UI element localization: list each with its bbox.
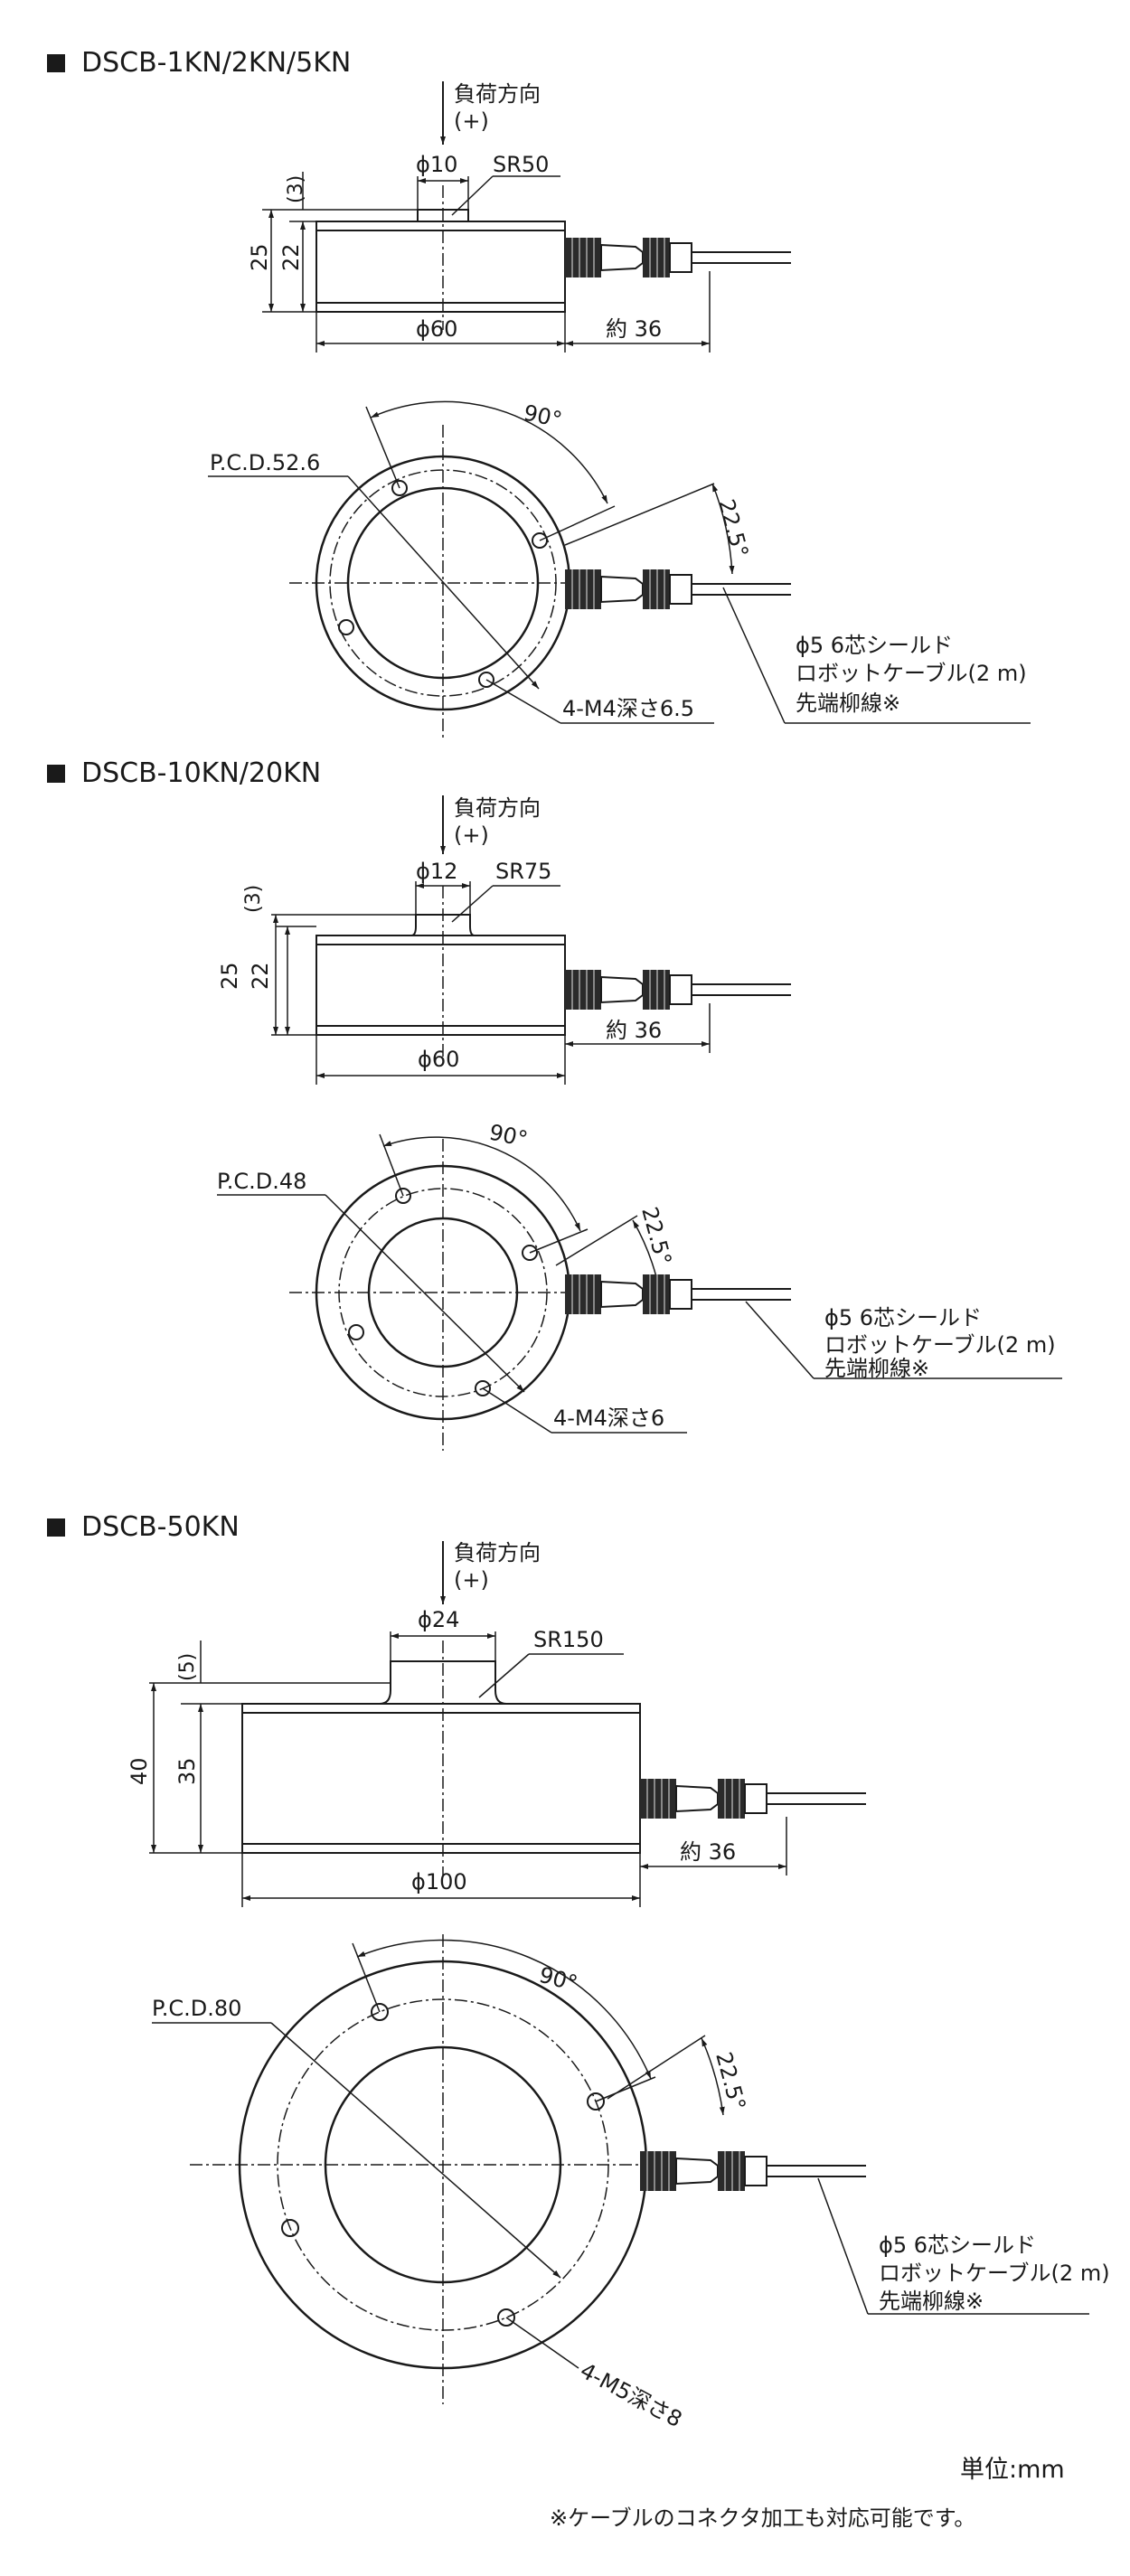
cable-desc-3: 先端柳線※ (796, 691, 900, 716)
cable-desc-1: ϕ5 6芯シールド (796, 633, 953, 658)
cable-desc-1: ϕ5 6芯シールド (824, 1305, 982, 1330)
cable-desc-2: ロボットケーブル(2 m) (824, 1332, 1056, 1358)
connector-2b (564, 1274, 792, 1315)
height-body-label: 22 (248, 962, 273, 990)
section-title-text: DSCB-50KN (81, 1511, 240, 1543)
height-total-label: 25 (217, 962, 242, 990)
cable-len-label: 約 36 (606, 1018, 662, 1043)
pcd-label: P.C.D.52.6 (210, 450, 320, 475)
top-view-1 (208, 400, 1031, 741)
body-dia-label: ϕ60 (418, 1047, 459, 1072)
body-dia-label: ϕ100 (411, 1869, 467, 1894)
angle-cable-label: 22.5° (713, 496, 753, 559)
button-dia-label: ϕ10 (416, 152, 457, 177)
top-view-3 (152, 1934, 1089, 2404)
load-sign-label: (+) (454, 823, 489, 848)
top-gap-label: (5) (176, 1653, 199, 1681)
body-dia-label: ϕ60 (416, 316, 457, 342)
footnote: ※ケーブルのコネクタ加工も対応可能です。 (550, 2505, 976, 2531)
sr-label: SR150 (533, 1627, 604, 1652)
height-body-label: 22 (278, 243, 304, 271)
height-total-label: 40 (127, 1757, 152, 1785)
cable-len-label: 約 36 (680, 1839, 736, 1865)
side-view-2 (271, 795, 711, 1085)
side-view-1 (262, 81, 711, 353)
button-dia-label: ϕ24 (418, 1607, 459, 1632)
pcd-label: P.C.D.48 (217, 1169, 306, 1194)
holes-label: 4-M4深さ6 (553, 1406, 664, 1431)
angle-main-label: 90° (522, 400, 564, 432)
section-title-1: DSCB-1KN/2KN/5KN (47, 47, 351, 79)
section-title-text: DSCB-1KN/2KN/5KN (81, 47, 352, 79)
holes-label: 4-M5深さ8 (576, 2358, 686, 2433)
height-body-label: 35 (174, 1757, 200, 1785)
angle-main-label: 90° (536, 1962, 579, 1997)
connector-1a (564, 237, 792, 278)
height-total-label: 25 (247, 243, 272, 271)
load-direction-label: 負荷方向 (454, 81, 541, 107)
bullet-square-icon (47, 764, 65, 783)
cable-desc-2: ロボットケーブル(2 m) (879, 2261, 1110, 2286)
load-sign-label: (+) (454, 108, 489, 134)
pcd-label: P.C.D.80 (152, 1996, 241, 2021)
connector-3a (639, 1778, 867, 1819)
sr-label: SR75 (495, 859, 551, 884)
load-direction-label: 負荷方向 (454, 795, 541, 821)
top-gap-label: (3) (285, 175, 307, 203)
angle-cable-label: 22.5° (636, 1204, 676, 1267)
section-title-text: DSCB-10KN/20KN (81, 757, 322, 789)
connector-3b (639, 2150, 867, 2192)
load-sign-label: (+) (454, 1567, 489, 1593)
load-direction-label: 負荷方向 (454, 1540, 541, 1565)
cable-desc-1: ϕ5 6芯シールド (879, 2233, 1036, 2258)
angle-main-label: 90° (487, 1119, 530, 1152)
cable-desc-3: 先端柳線※ (879, 2289, 984, 2314)
cable-desc-2: ロボットケーブル(2 m) (796, 661, 1027, 686)
connector-2a (564, 969, 792, 1011)
bullet-square-icon (47, 53, 65, 72)
unit-label: 単位:mm (960, 2456, 1065, 2484)
bullet-square-icon (47, 1518, 65, 1537)
section-title-2: DSCB-10KN/20KN (47, 757, 321, 789)
holes-label: 4-M4深さ6.5 (562, 696, 694, 721)
cable-len-label: 約 36 (606, 316, 662, 342)
sr-label: SR50 (493, 152, 549, 177)
button-dia-label: ϕ12 (416, 859, 457, 884)
section-title-3: DSCB-50KN (47, 1511, 240, 1543)
top-gap-label: (3) (242, 885, 265, 913)
cable-desc-3: 先端柳線※ (824, 1356, 929, 1381)
side-view-3 (149, 1541, 787, 1907)
connector-1b (564, 569, 792, 610)
